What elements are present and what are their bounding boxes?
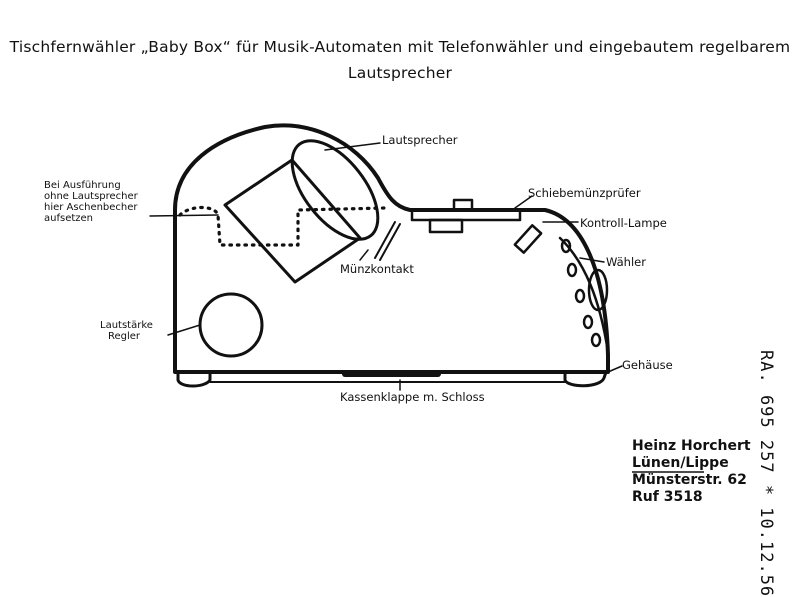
label-gehaeuse: Gehäuse: [622, 358, 673, 372]
ashtray-note-line-1: Bei Ausführung: [44, 180, 121, 191]
address-street: Münsterstr. 62: [632, 472, 747, 488]
coin-slide-tester: [410, 198, 522, 234]
control-lamp: [513, 224, 543, 254]
label-schiebemuenzpruefer: Schiebemünzprüfer: [528, 186, 641, 200]
housing-feet: [176, 370, 608, 388]
ashtray-note-line-3: hier Aschenbecher: [44, 202, 138, 213]
ashtray-note-line-4: aufsetzen: [44, 213, 94, 224]
address-city: Lünen/Lippe: [632, 455, 729, 471]
address-block: Heinz Horchert Lünen/Lippe Münsterstr. 6…: [632, 438, 751, 506]
label-ashtray-note: Bei Ausführung ohne Lautsprecher hier As…: [44, 180, 138, 224]
registration-stamp: RA. 695 257 * 10.12.56: [756, 350, 776, 597]
coin-contact: [374, 221, 401, 261]
lautstaerke-line-1: Lautstärke: [100, 320, 153, 331]
label-kassenklappe: Kassenklappe m. Schloss: [340, 390, 485, 404]
label-muenzkontakt: Münzkontakt: [340, 262, 414, 276]
leader-lines: [149, 142, 623, 391]
volume-knob: [198, 292, 264, 358]
label-waehler: Wähler: [606, 255, 646, 269]
label-lautsprecher: Lautsprecher: [382, 133, 458, 147]
address-name: Heinz Horchert: [632, 438, 751, 454]
housing-outline: [173, 123, 610, 374]
address-phone: Ruf 3518: [632, 489, 703, 505]
ashtray-note-line-2: ohne Lautsprecher: [44, 191, 138, 202]
lautstaerke-line-2: Regler: [108, 331, 141, 342]
dialer: [558, 236, 610, 354]
label-kontroll-lampe: Kontroll-Lampe: [580, 216, 667, 230]
title-line-1: Tischfernwähler „Baby Box“ für Musik-Aut…: [9, 38, 791, 56]
ashtray-dotted-contour: [178, 205, 387, 247]
speaker-cone: [223, 139, 380, 284]
device-drawing: [149, 123, 704, 473]
label-lautstaerke-regler: Lautstärke Regler: [100, 320, 153, 342]
title-line-2: Lautsprecher: [347, 64, 453, 82]
